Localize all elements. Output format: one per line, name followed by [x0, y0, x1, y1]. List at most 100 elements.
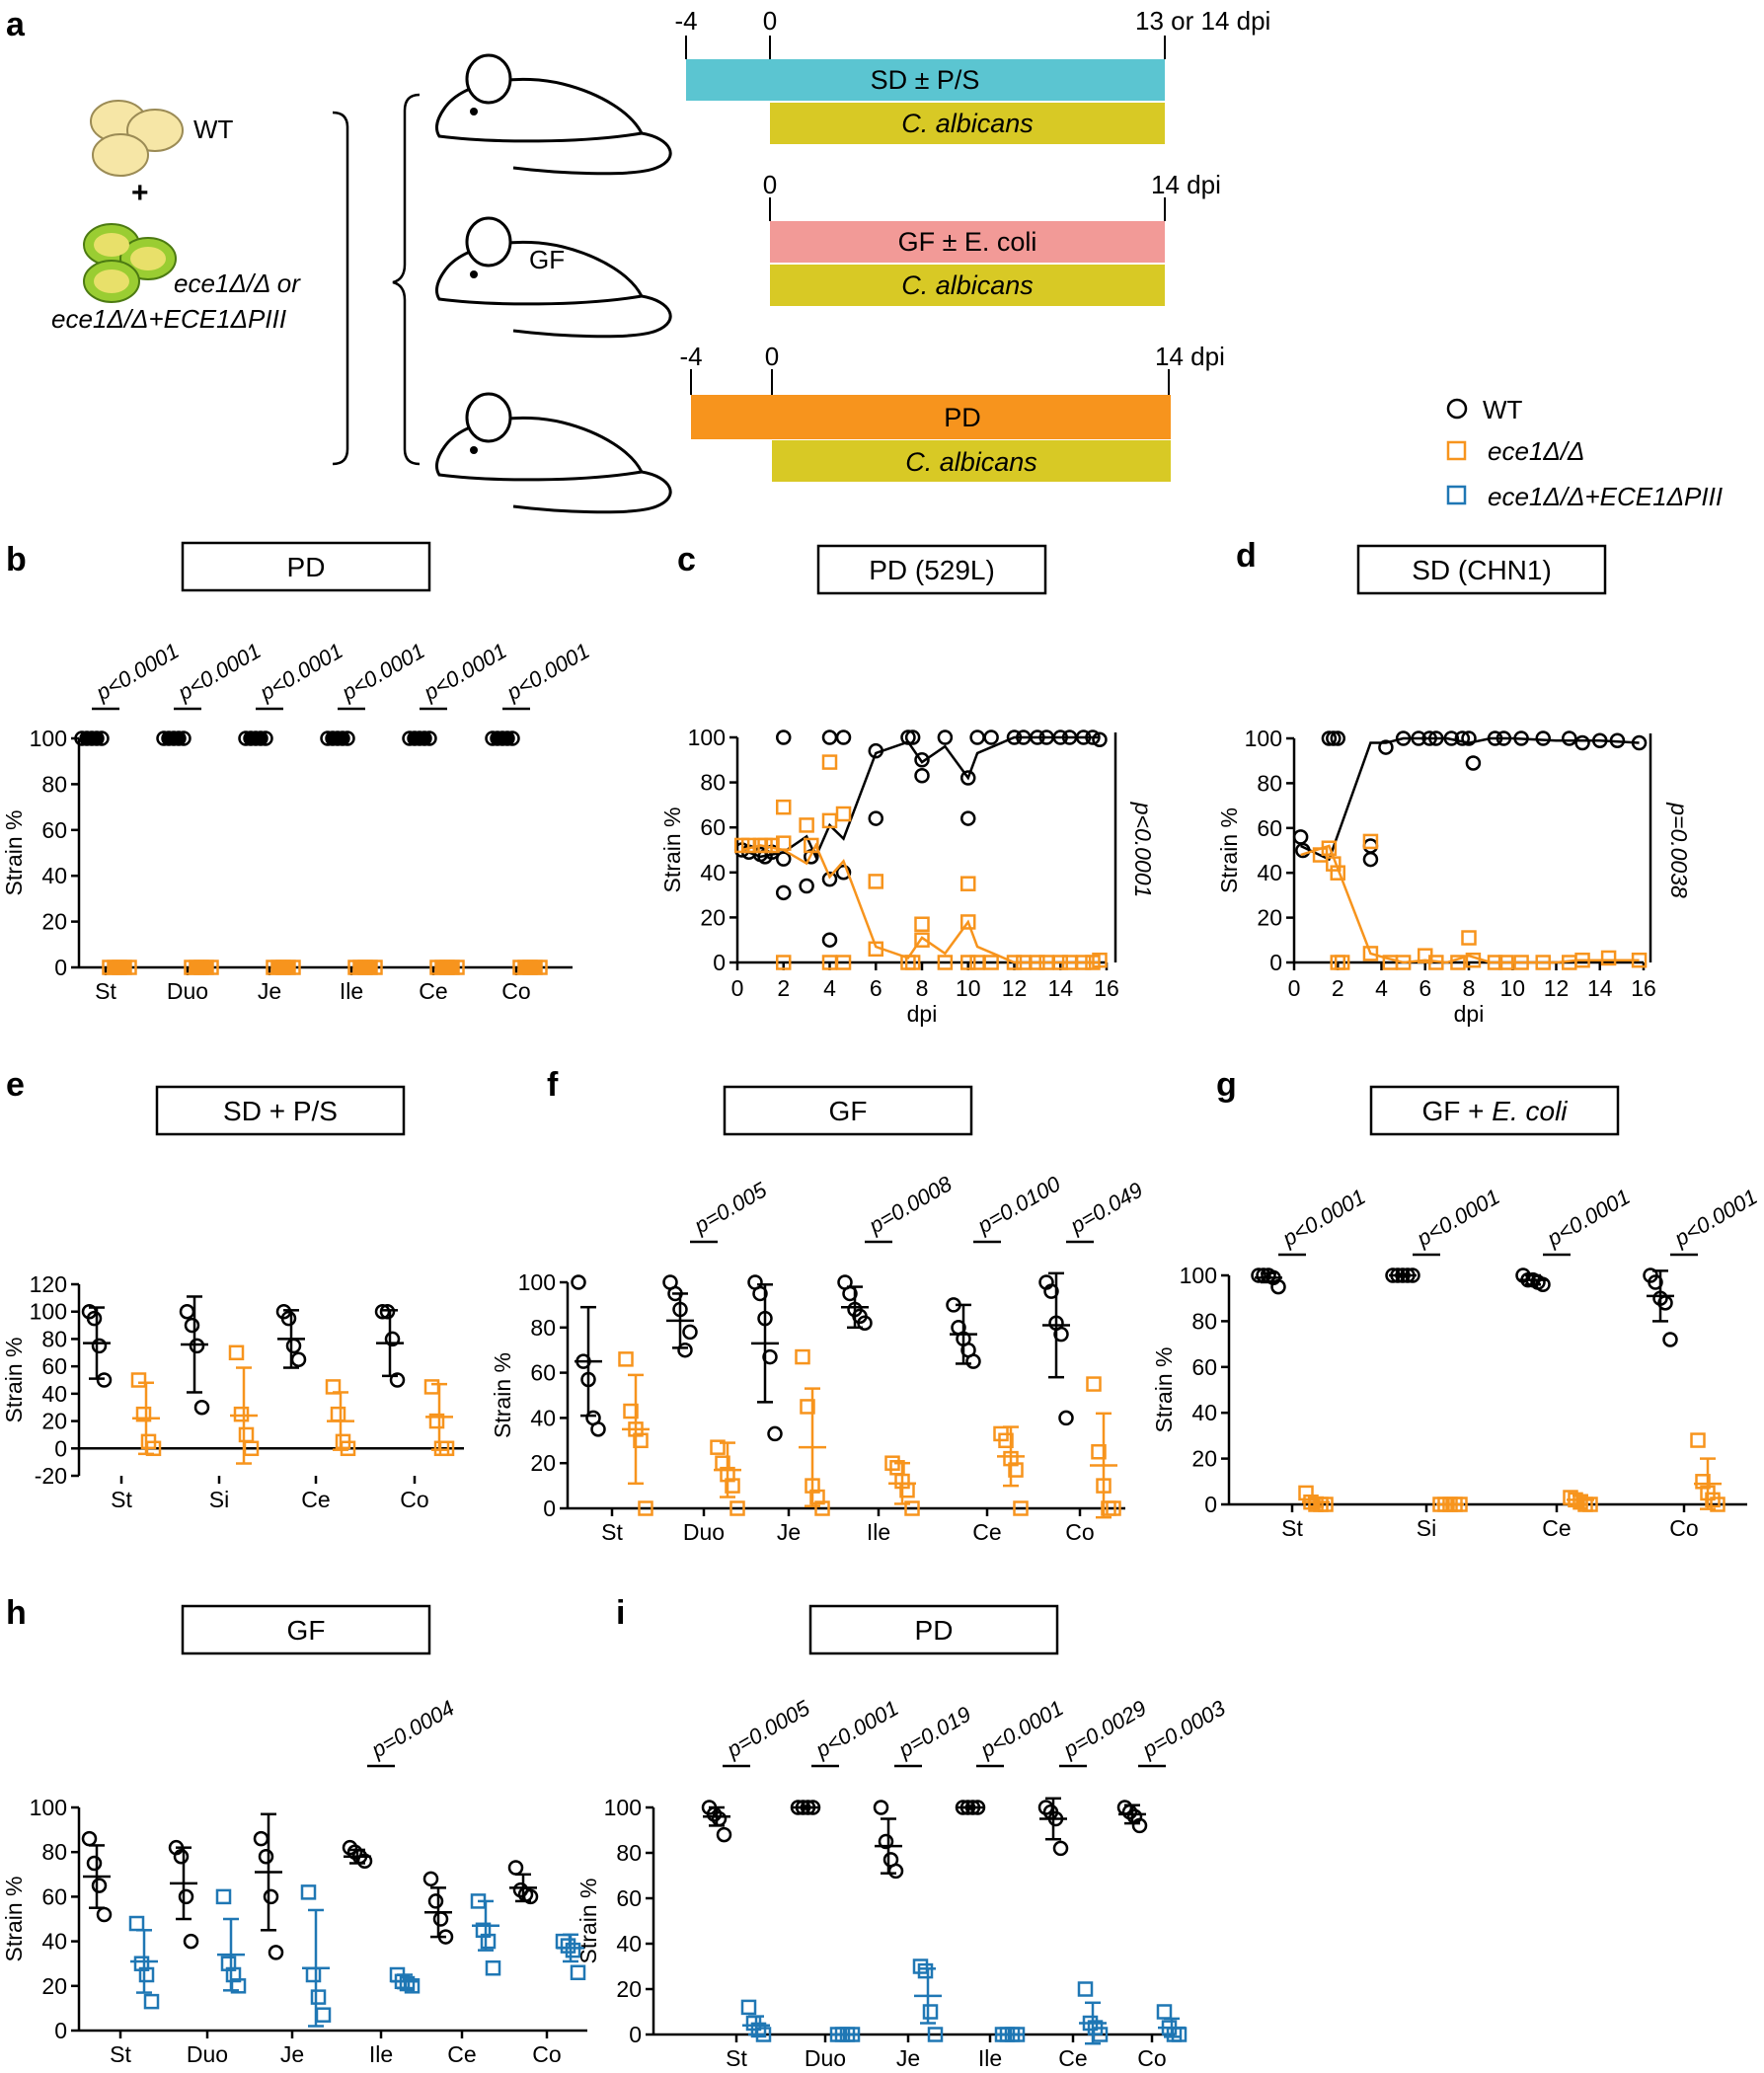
y-tick-label: 0	[629, 2022, 642, 2047]
wt-point	[1326, 730, 1342, 746]
wt-point	[799, 878, 814, 894]
y-axis-label: Strain %	[490, 1352, 515, 1438]
revertant-point	[927, 2027, 944, 2042]
tick-label: 0	[763, 6, 777, 36]
p-value-label: p=0.0029	[1058, 1695, 1150, 1762]
mutant-point	[1321, 840, 1338, 856]
chart-title: PD	[915, 1615, 954, 1646]
panel-letter-c: c	[677, 541, 696, 578]
wt-point	[1496, 730, 1512, 746]
wt-point	[776, 851, 792, 867]
mutant-point	[1465, 952, 1482, 968]
panel-letter-h: h	[6, 1594, 27, 1632]
y-tick-label: 100	[688, 725, 726, 750]
y-tick-label: 60	[616, 1885, 642, 1911]
y-tick-label: 80	[616, 1840, 642, 1866]
mouse-tail	[512, 131, 672, 176]
wt-point	[914, 768, 930, 784]
mutant-point	[1450, 955, 1466, 970]
p-value-label: p=0.0008	[864, 1171, 957, 1239]
x-tick-label: Ile	[867, 1519, 890, 1545]
x-tick-label: 10	[1499, 975, 1525, 1001]
x-tick-label: St	[1281, 1515, 1303, 1541]
legend-mutant-label: ece1Δ/Δ	[1488, 436, 1585, 466]
wt-point	[821, 932, 838, 948]
revertant-point	[128, 1915, 145, 1932]
wt-point	[1592, 732, 1608, 749]
mutant-point	[1695, 1474, 1711, 1490]
wt-point	[1443, 730, 1460, 746]
mutant-point	[960, 914, 976, 930]
mutant-cluster	[519, 960, 541, 974]
p-value-label: p=0.005	[689, 1177, 771, 1239]
mutant-point	[623, 1403, 639, 1420]
legend-wt-label: WT	[1483, 395, 1523, 424]
mutant-point	[776, 955, 792, 970]
mutant-point	[868, 941, 883, 958]
y-tick-label: 80	[41, 771, 67, 797]
x-tick-label: Co	[400, 1487, 428, 1512]
wt-point	[1092, 731, 1108, 748]
y-tick-label: 100	[30, 726, 67, 751]
mutant-point	[1705, 1492, 1721, 1508]
y-tick-label: 20	[616, 1976, 642, 2002]
chart-title: GF	[287, 1615, 326, 1646]
wt-point	[1465, 755, 1482, 771]
panel-letter-g: g	[1216, 1066, 1237, 1104]
legend-revertant-label: ece1Δ/Δ+ECE1ΔPIII	[1488, 482, 1723, 511]
calb-bar	[770, 265, 1165, 306]
tick-label: 14 dpi	[1155, 342, 1225, 371]
y-tick-label: 20	[41, 909, 67, 935]
mutant-point	[1092, 952, 1108, 968]
mutant-point	[638, 1500, 653, 1516]
wt-yeast-icon	[90, 100, 184, 177]
wt-point	[1362, 838, 1379, 854]
x-tick-label: Je	[280, 2041, 304, 2067]
wt-point	[776, 729, 792, 745]
wt-point	[422, 1871, 439, 1887]
y-tick-label: 40	[1191, 1400, 1217, 1425]
mutant-point	[710, 1439, 726, 1455]
wt-point	[1052, 1840, 1069, 1857]
revertant-point	[310, 1989, 327, 2005]
mutant-point	[330, 1406, 346, 1422]
mouse-ear	[465, 392, 512, 443]
wt-point	[1378, 739, 1394, 755]
mutant-point	[809, 1489, 825, 1505]
wt-mean-line	[741, 735, 1100, 860]
x-tick-label: St	[601, 1519, 623, 1545]
mutant-mean-line	[1300, 844, 1640, 964]
wt-point	[507, 1860, 524, 1876]
wt-point	[1075, 729, 1092, 745]
legend-revertant-symbol	[1446, 485, 1467, 505]
mouse-ear	[465, 53, 512, 105]
wt-point	[969, 729, 985, 745]
mutant-cluster	[272, 960, 294, 974]
mutant-point	[983, 955, 999, 970]
wt-point	[184, 1317, 200, 1334]
y-tick-label: 100	[604, 1795, 642, 1820]
y-tick-label: 60	[41, 1353, 67, 1379]
panel-a: a WT + ece1Δ/Δ or ece1Δ/Δ+ECE1ΔPIII GF	[6, 6, 1723, 514]
mutant-point	[795, 1348, 810, 1365]
y-axis-label: Strain %	[1, 1338, 27, 1423]
y-axis-label: Strain %	[1, 810, 27, 896]
bracket-left	[392, 93, 421, 466]
p-value-label: p=0.049	[1065, 1178, 1147, 1239]
pd-bar	[691, 395, 1171, 439]
wt-point	[857, 1315, 873, 1331]
revertant-point	[480, 1933, 497, 1950]
p-value-label: p=0.0004	[366, 1695, 458, 1762]
wt-point	[1631, 734, 1648, 751]
x-tick-label: Ce	[1542, 1515, 1571, 1541]
mutant-point	[835, 806, 852, 822]
mutant-point	[233, 1406, 250, 1422]
mutant-point	[764, 837, 780, 854]
revertant-point	[143, 1993, 160, 2010]
p-value-label: p<0.0001	[1277, 1184, 1369, 1251]
wt-point	[193, 1399, 210, 1416]
x-axis-label: dpi	[1454, 1001, 1485, 1027]
wt-point	[1648, 1274, 1663, 1290]
mutant-point	[228, 1344, 245, 1361]
